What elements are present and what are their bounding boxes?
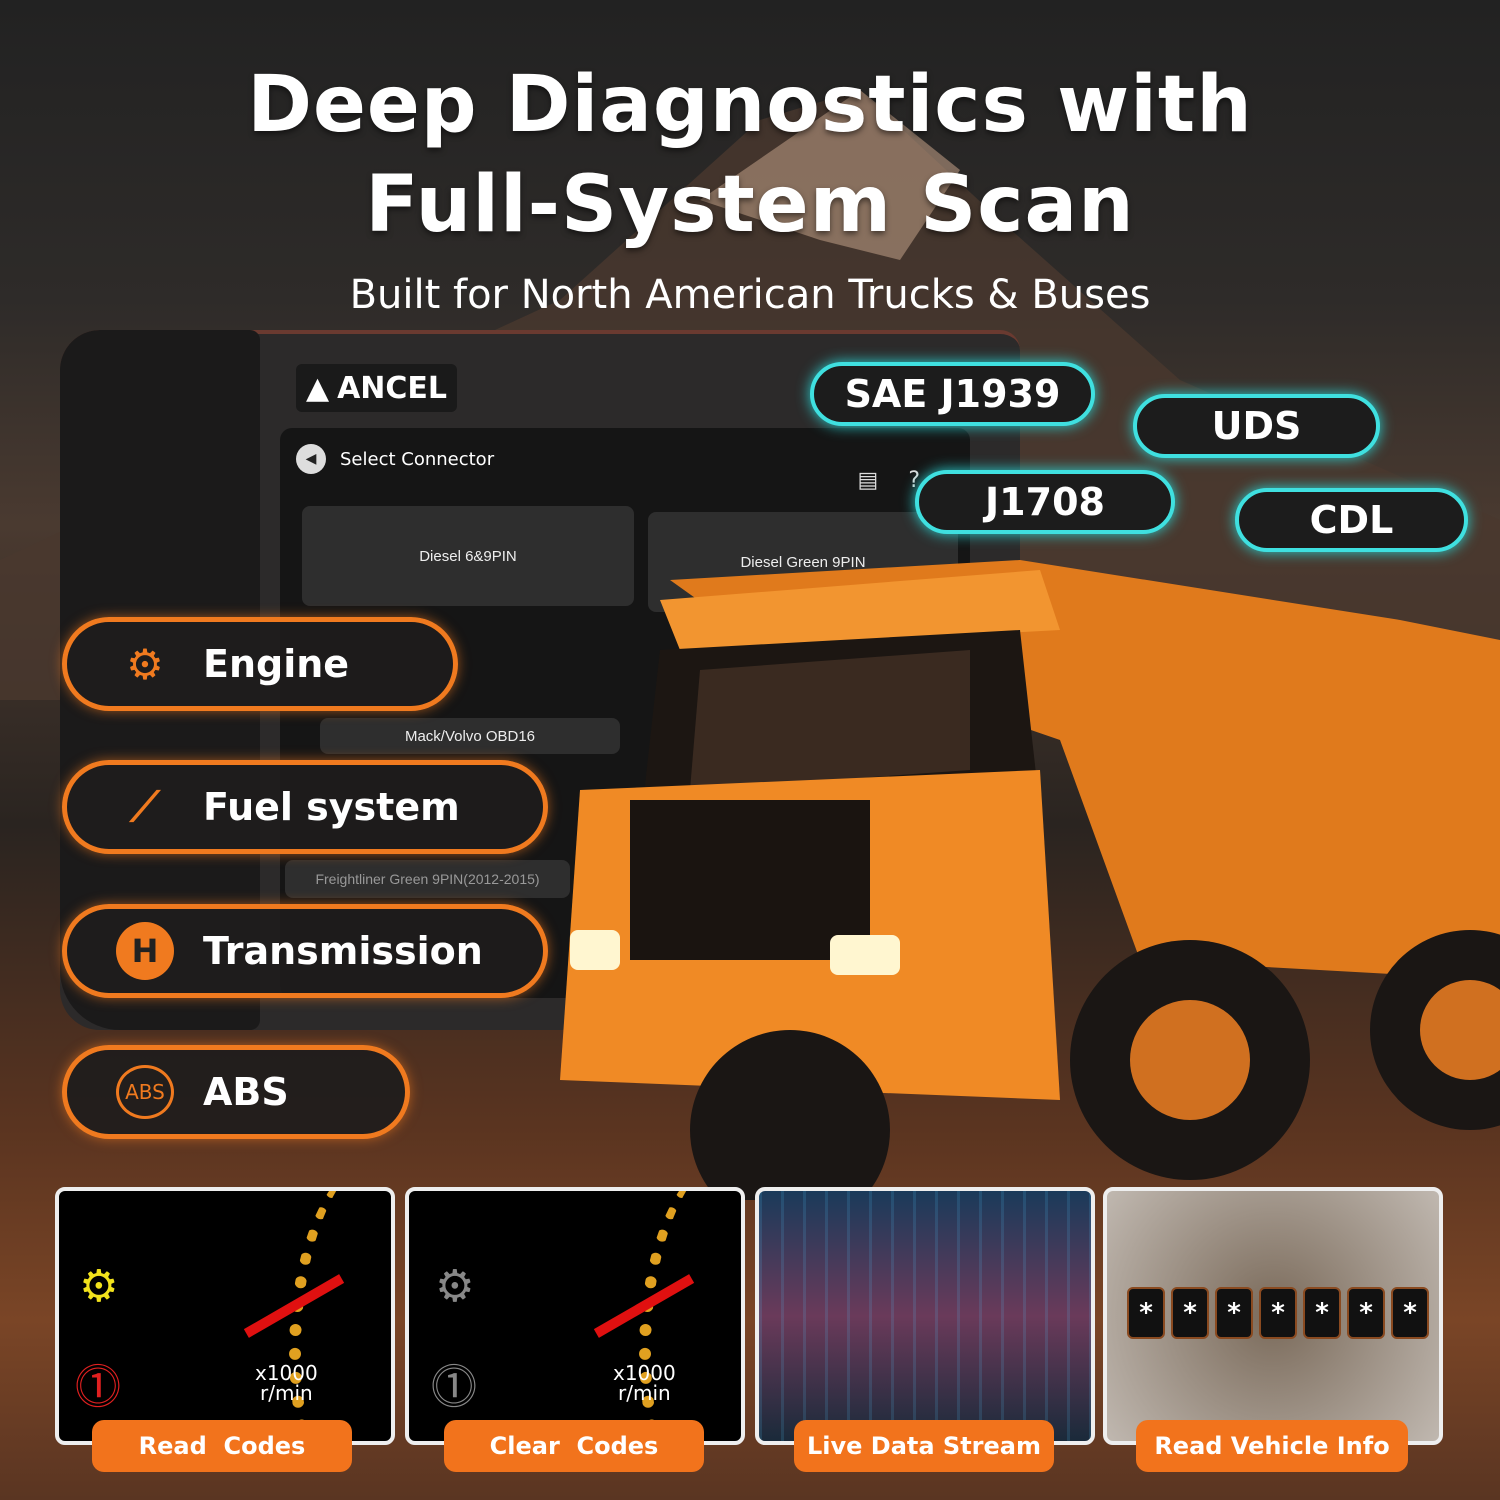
vin-char: * (1259, 1287, 1297, 1339)
gearshift-icon: H (107, 921, 183, 981)
abs-icon: ABS (107, 1062, 183, 1122)
feature-card-live-data (755, 1187, 1095, 1445)
logo-icon: ▲ (306, 370, 330, 406)
back-icon[interactable]: ◀ (296, 444, 326, 474)
screen-header: ◀ Select Connector (280, 428, 970, 490)
vin-char: * (1127, 1287, 1165, 1339)
system-fuel: ⟋ Fuel system (62, 760, 548, 854)
system-transmission: H Transmission (62, 904, 548, 998)
protocol-badge-uds: UDS (1133, 394, 1380, 458)
gauge-arc (639, 1191, 741, 1441)
protocol-badge-j1708: J1708 (915, 470, 1175, 534)
headline-line1: Deep Diagnostics with (247, 60, 1253, 150)
protocol-badge-sae-j1939: SAE J1939 (810, 362, 1095, 426)
brand-logo: ▲ANCEL (296, 364, 458, 412)
clear-codes-label: Clear Codes (444, 1420, 704, 1472)
system-label: Transmission (203, 929, 483, 973)
vin-mask: * * * * * * * (1127, 1287, 1429, 1339)
system-engine: ⚙ Engine (62, 617, 458, 711)
system-abs: ABS ABS (62, 1045, 410, 1139)
gauge-arc (289, 1191, 391, 1441)
vin-char: * (1347, 1287, 1385, 1339)
connector-button[interactable]: Mack/Volvo OBD16 (320, 718, 620, 754)
help-icon[interactable]: ? (908, 468, 920, 493)
gauge-unit: x1000 (613, 1361, 676, 1385)
brake-warning-icon: ⓵ (431, 1360, 477, 1414)
connector-button[interactable]: Diesel 6&9PIN (302, 506, 634, 606)
gauge-unit: r/min (260, 1381, 313, 1405)
engine-icon: ⚙ (126, 639, 164, 689)
vin-char: * (1215, 1287, 1253, 1339)
feature-card-vehicle-info: * * * * * * * (1103, 1187, 1443, 1445)
system-label: Fuel system (203, 785, 460, 829)
check-engine-icon: ⚙ (435, 1261, 475, 1312)
subtitle: Built for North American Trucks & Buses (349, 272, 1151, 318)
live-data-label: Live Data Stream (794, 1420, 1054, 1472)
abs-icon-text: ABS (116, 1065, 174, 1119)
vin-char: * (1303, 1287, 1341, 1339)
gauge-unit: x1000 (255, 1361, 318, 1385)
brand-name: ANCEL (337, 370, 448, 406)
system-label: ABS (203, 1070, 289, 1114)
connector-button[interactable]: Freightliner Green 9PIN(2012-2015) (285, 860, 570, 898)
headline-line2: Full-System Scan (365, 160, 1135, 250)
read-codes-label: Read Codes (92, 1420, 352, 1472)
vehicle-info-label: Read Vehicle Info (1136, 1420, 1408, 1472)
vin-char: * (1391, 1287, 1429, 1339)
document-icon[interactable]: ▤ (857, 468, 879, 493)
brake-warning-icon: ⓵ (75, 1360, 121, 1414)
protocol-badge-cdl: CDL (1235, 488, 1468, 552)
check-engine-icon: ⚙ (79, 1261, 119, 1312)
fuel-injector-icon: ⟋ (130, 782, 160, 831)
data-stream-graphic (759, 1191, 1091, 1441)
vin-char: * (1171, 1287, 1209, 1339)
gauge-unit: r/min (618, 1381, 671, 1405)
dump-truck-image (560, 560, 1500, 1200)
screen-title: Select Connector (340, 448, 495, 470)
system-label: Engine (203, 642, 350, 686)
